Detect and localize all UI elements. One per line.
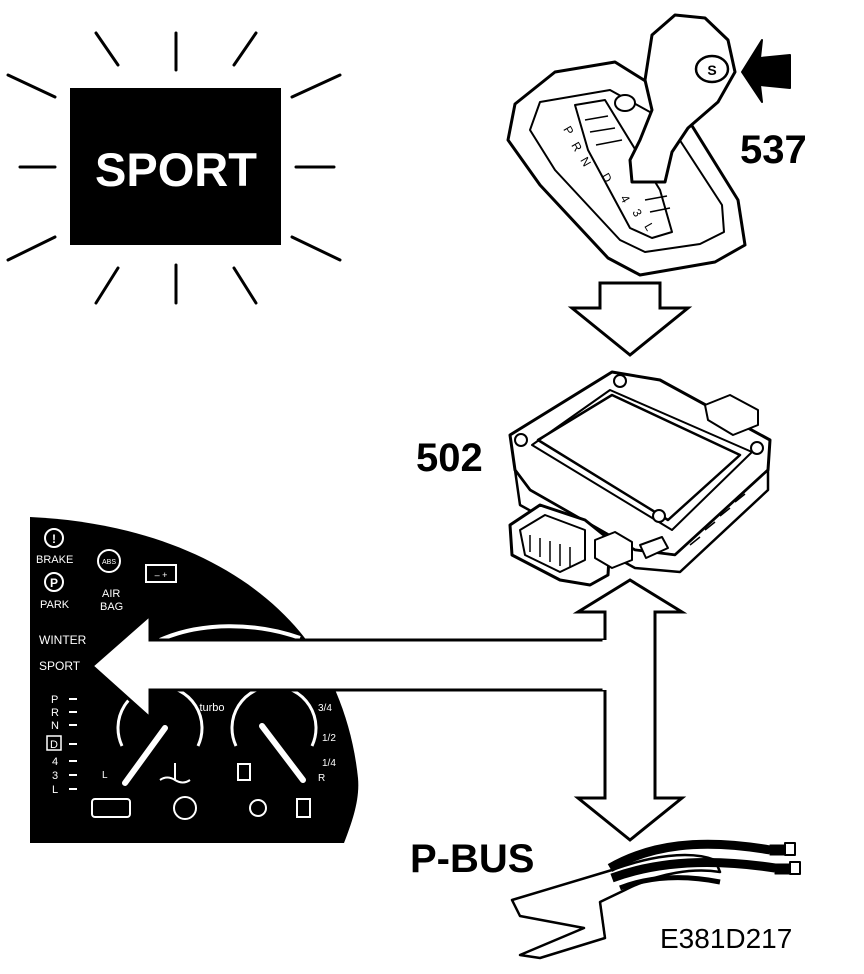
sport-indicator-illustration: SPORT	[6, 31, 342, 305]
brake-badge: !	[52, 532, 56, 546]
label-text: D	[50, 739, 58, 751]
cluster-gear-indicator: P R N D 4 3 L	[46, 694, 62, 796]
p-bus-cable-illustration	[510, 839, 801, 960]
figure-code: E381D217	[660, 923, 792, 954]
park-label: PARK	[40, 599, 70, 611]
sport-sign-text: SPORT	[95, 143, 257, 196]
sport-sign-box	[70, 88, 281, 245]
cable-terminal-2	[774, 863, 790, 875]
fuel-half: 1/2	[322, 733, 336, 744]
engine-check-icon	[91, 798, 131, 818]
module-callout-502: 502	[416, 436, 483, 480]
fuel-reserve: R	[318, 773, 325, 784]
sport-button	[694, 54, 730, 84]
gear-selector-illustration: S	[506, 13, 791, 277]
fuel-gauge-icon	[237, 763, 251, 781]
gauge-needles	[122, 723, 306, 786]
coolant-temp-icon	[159, 763, 191, 784]
label-text: R	[51, 707, 59, 719]
label-text: 4	[52, 756, 58, 768]
gear-gate-slot	[574, 99, 673, 239]
press-arrow-icon	[741, 39, 791, 103]
selector-callout-537: 537	[740, 128, 807, 172]
gauge-low-label: L	[102, 770, 108, 781]
fuel-icon	[296, 798, 311, 818]
abs-warning-icon	[97, 549, 121, 573]
module-to-cluster-arrow	[89, 578, 688, 842]
air-label: AIR	[102, 588, 120, 600]
label-text: N	[51, 720, 59, 732]
abs-badge: ABS	[102, 559, 116, 566]
battery-symbol: – +	[155, 570, 168, 580]
park-brake-icon	[44, 572, 64, 592]
label-text: 3	[52, 770, 58, 782]
sport-mode-label: SPORT	[39, 659, 81, 673]
fuel-quarter: 1/4	[322, 758, 336, 769]
turbo-label: turbo	[199, 702, 224, 714]
label-text: P	[51, 694, 58, 706]
fuel-three-quarter: 3/4	[318, 703, 332, 714]
label-text: L	[52, 784, 58, 796]
p-bus-label: P-BUS	[410, 837, 534, 881]
brake-label: BRAKE	[36, 554, 73, 566]
control-module-illustration	[508, 370, 772, 587]
park-badge: P	[50, 576, 58, 590]
brake-pad-icon	[173, 796, 197, 820]
headlight-icon	[249, 799, 267, 817]
bag-label: BAG	[100, 601, 123, 613]
selector-to-module-arrow	[567, 281, 693, 357]
winter-mode-label: WINTER	[39, 633, 87, 647]
sport-button-symbol: S	[707, 62, 716, 78]
brake-warning-icon	[44, 528, 64, 548]
cable-terminal-1	[769, 844, 785, 856]
battery-warning-icon	[145, 564, 177, 583]
sport-rays	[6, 31, 342, 305]
